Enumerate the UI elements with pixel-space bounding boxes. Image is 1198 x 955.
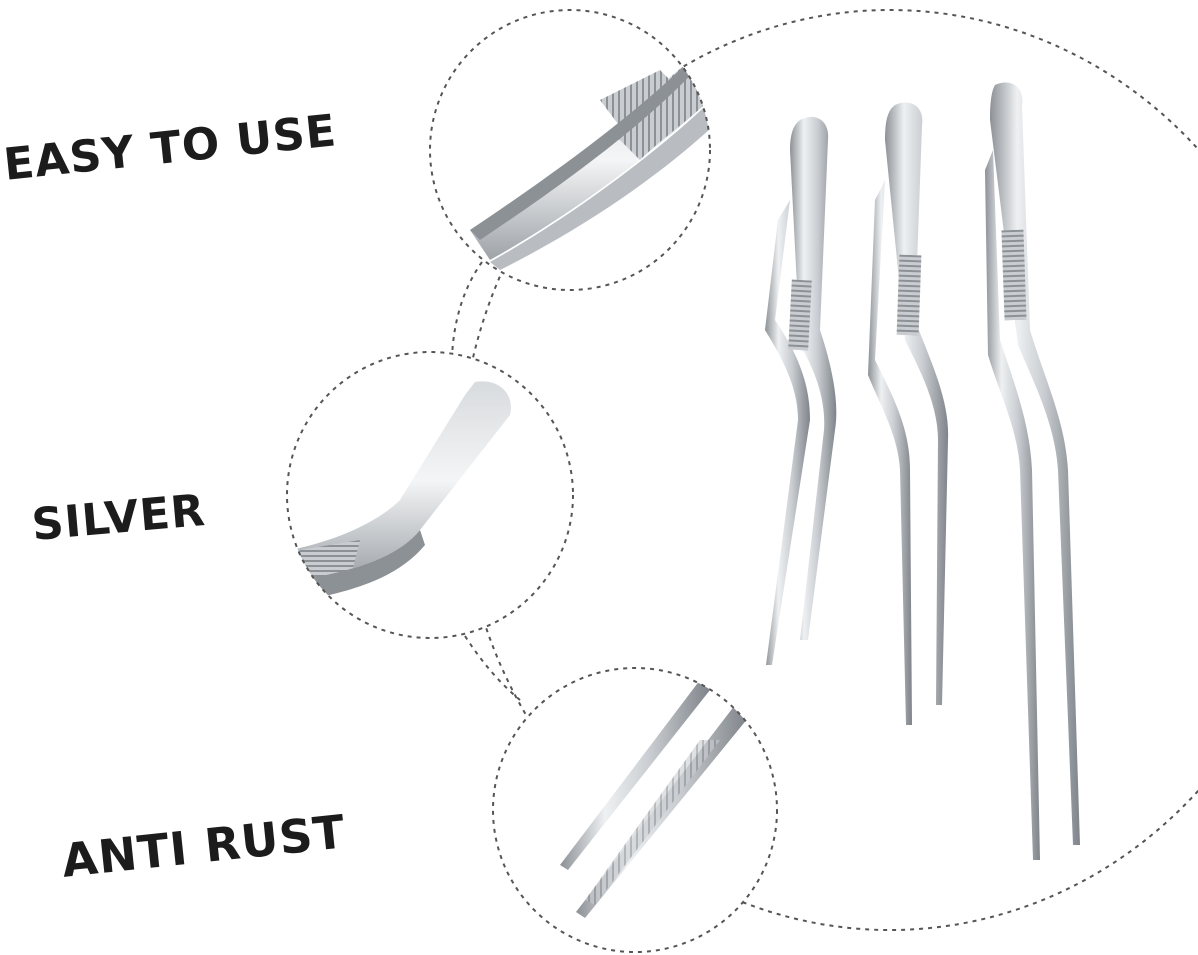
tweezer-middle [868,102,949,725]
tweezer-left [765,116,837,665]
connector-line-bottom [464,635,521,701]
detail-circle-tip [492,667,778,953]
connector-line-top [451,261,483,357]
detail-circle-grip [429,9,711,291]
detail-circle-rounded-end [286,351,574,639]
tweezer-right [985,82,1080,860]
